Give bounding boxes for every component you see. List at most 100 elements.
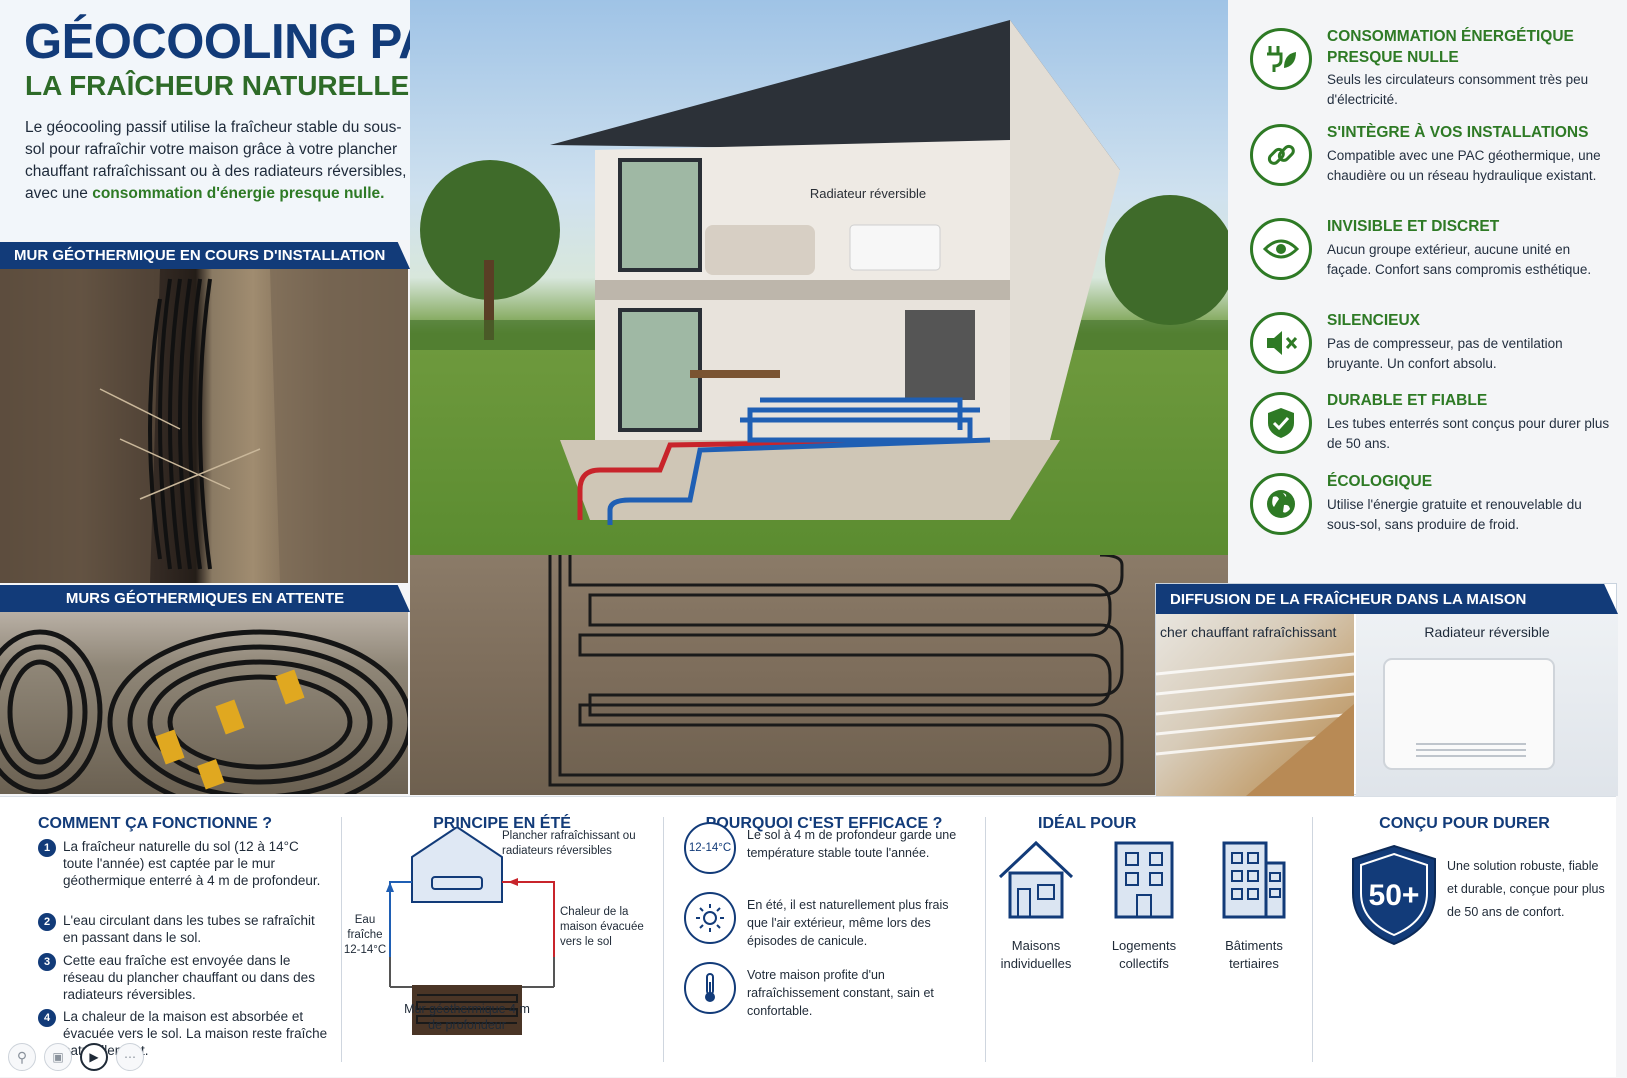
step-2-item: 2 L'eau circulant dans les tubes se rafr…	[38, 912, 328, 946]
why-efficient-column: POURQUOI C'EST EFFICACE ? 12-14°C Le sol…	[664, 797, 984, 1078]
step-text: L'eau circulant dans les tubes se rafraî…	[63, 913, 315, 945]
photo-radiator: Radiateur réversible	[1356, 614, 1618, 796]
feature-desc: Compatible avec une PAC géothermique, un…	[1327, 148, 1601, 183]
trench-illustration	[0, 269, 408, 583]
step-number: 3	[38, 953, 56, 971]
shield-check-icon	[1250, 392, 1312, 454]
header-panel	[0, 0, 410, 240]
speaker-mute-icon	[1250, 312, 1312, 374]
principle-label-left: Eau fraîche 12-14°C	[343, 914, 387, 956]
more-icon: ⋯	[124, 1050, 136, 1064]
feature-energy: CONSOMMATION ÉNERGÉTIQUE PRESQUE NULLE S…	[1250, 26, 1610, 116]
principle-label-right: Chaleur de la maison évacuée vers le sol	[560, 906, 644, 948]
video-button[interactable]: ▶	[80, 1043, 108, 1071]
shield-badge-icon: 50+	[1352, 844, 1436, 946]
floor-heating-illustration	[1156, 652, 1354, 796]
divider	[985, 817, 986, 1062]
principle-diagram	[386, 827, 555, 1035]
more-button[interactable]: ⋯	[116, 1043, 144, 1071]
radiator-illustration	[1383, 658, 1555, 770]
summer-principle-column: PRINCIPE EN ÉTÉ Plancher rafraîchissant …	[342, 797, 662, 1078]
feature-title: ÉCOLOGIQUE	[1327, 473, 1433, 490]
bottom-info-section: COMMENT ÇA FONCTIONNE ? PRINCIPE EN ÉTÉ …	[0, 796, 1616, 1077]
built-to-last-column: CONÇU POUR DURER 50+ Une solution robust…	[1313, 797, 1616, 1078]
geothermal-loop-diagram	[548, 553, 1124, 787]
ideal-title: IDÉAL POUR	[1038, 815, 1137, 832]
step-text: La fraîcheur naturelle du sol (12 à 14°C…	[63, 839, 321, 888]
house-icon	[998, 840, 1074, 919]
feature-desc: Utilise l'énergie gratuite et renouvelab…	[1327, 497, 1582, 532]
step-1-item: 1 La fraîcheur naturelle du sol (12 à 14…	[38, 838, 328, 889]
image-icon: ▣	[52, 1050, 64, 1064]
feature-title: CONSOMMATION ÉNERGÉTIQUE PRESQUE NULLE	[1327, 28, 1574, 66]
banner-wall-waiting: MURS GÉOTHERMIQUES EN ATTENTE	[0, 585, 410, 612]
why-title: POURQUOI C'EST EFFICACE ?	[705, 815, 943, 832]
intro-paragraph: Le géocooling passif utilise la fraîcheu…	[25, 117, 420, 205]
globe-icon	[1250, 473, 1312, 535]
why-text: Votre maison profite d'un rafraîchisseme…	[747, 968, 934, 1018]
durable-badge: 50+	[1369, 879, 1420, 912]
feature-desc: Les tubes enterrés sont conçus pour dure…	[1327, 416, 1610, 451]
features-panel: CONSOMMATION ÉNERGÉTIQUE PRESQUE NULLE S…	[1228, 0, 1627, 583]
feature-desc: Seuls les circulateurs consomment très p…	[1327, 72, 1589, 107]
ideal-label: Bâtiments tertiaires	[1225, 938, 1283, 971]
viewer-toolbar: ⚲ ▣ ▶ ⋯	[8, 1043, 144, 1073]
step-number: 1	[38, 839, 56, 857]
principle-title: PRINCIPE EN ÉTÉ	[433, 815, 571, 832]
photo-wall-installation	[0, 269, 408, 583]
zoom-button[interactable]: ⚲	[8, 1043, 36, 1071]
banner-wall-install: MUR GÉOTHERMIQUE EN COURS D'INSTALLATION	[0, 242, 410, 269]
intro-text: Le géocooling passif utilise la fraîcheu…	[25, 119, 407, 202]
banner-diffusion: DIFFUSION DE LA FRAÎCHEUR DANS LA MAISON	[1156, 584, 1618, 614]
house-illustration: Radiateur réversible	[410, 20, 1228, 525]
chain-link-icon	[1250, 124, 1312, 186]
feature-title: INVISIBLE ET DISCRET	[1327, 218, 1500, 235]
ideal-for-column: IDÉAL POUR Maisons individuelles Logemen…	[986, 797, 1311, 1078]
principle-label-bottom: Mur géothermique 4 m de profondeur	[404, 1002, 530, 1032]
feature-title: S'INTÈGRE À VOS INSTALLATIONS	[1327, 124, 1589, 141]
intro-highlight: consommation d'énergie presque nulle.	[92, 185, 385, 202]
feature-durable: DURABLE ET FIABLE Les tubes enterrés son…	[1250, 390, 1610, 470]
step-number: 4	[38, 1009, 56, 1027]
divider	[1312, 817, 1313, 1062]
ideal-label: Maisons individuelles	[1000, 938, 1072, 971]
gallery-button[interactable]: ▣	[44, 1043, 72, 1071]
scene-radiator-label: Radiateur réversible	[810, 186, 926, 201]
video-camera-icon: ▶	[89, 1050, 99, 1064]
why-text: En été, il est naturellement plus frais …	[747, 898, 949, 948]
radiator-label: Radiateur réversible	[1424, 624, 1550, 640]
why-text: Le sol à 4 m de profondeur garde une tem…	[747, 828, 957, 860]
ideal-label: Logements collectifs	[1111, 938, 1177, 971]
eye-icon	[1250, 218, 1312, 280]
feature-integration: S'INTÈGRE À VOS INSTALLATIONS Compatible…	[1250, 122, 1610, 212]
divider	[663, 817, 664, 1062]
feature-desc: Aucun groupe extérieur, aucune unité en …	[1327, 242, 1592, 277]
floor-heating-label: cher chauffant rafraîchissant	[1160, 624, 1337, 640]
coils-illustration	[0, 629, 408, 794]
magnifier-icon: ⚲	[16, 1048, 28, 1065]
durable-text: Une solution robuste, fiable et durable,…	[1447, 859, 1605, 919]
step-number: 2	[38, 913, 56, 931]
feature-invisible: INVISIBLE ET DISCRET Aucun groupe extéri…	[1250, 216, 1610, 306]
temperature-badge: 12-14°C	[684, 822, 736, 874]
durable-title: CONÇU POUR DURER	[1379, 815, 1550, 832]
step-text: Cette eau fraîche est envoyée dans le ré…	[63, 953, 315, 1002]
apartment-icon	[1114, 841, 1174, 919]
divider	[341, 817, 342, 1062]
plug-leaf-icon	[1250, 28, 1312, 90]
feature-silent: SILENCIEUX Pas de compresseur, pas de ve…	[1250, 310, 1610, 390]
photo-floor-heating: cher chauffant rafraîchissant	[1156, 614, 1354, 796]
feature-ecological: ÉCOLOGIQUE Utilise l'énergie gratuite et…	[1250, 471, 1610, 551]
house-scene: Radiateur réversible	[410, 0, 1228, 555]
how-it-works-column: COMMENT ÇA FONCTIONNE ?	[0, 797, 340, 1078]
principle-label-top: Plancher rafraîchissant ou radiateurs ré…	[502, 830, 636, 857]
thermometer-icon	[684, 962, 736, 1014]
feature-desc: Pas de compresseur, pas de ventilation b…	[1327, 336, 1563, 371]
how-title: COMMENT ÇA FONCTIONNE ?	[38, 815, 273, 832]
office-building-icon	[1222, 841, 1286, 919]
diffusion-panel: DIFFUSION DE LA FRAÎCHEUR DANS LA MAISON…	[1155, 583, 1618, 796]
feature-title: DURABLE ET FIABLE	[1327, 392, 1488, 409]
photo-wall-waiting	[0, 612, 408, 794]
step-3-item: 3 Cette eau fraîche est envoyée dans le …	[38, 952, 328, 1003]
feature-title: SILENCIEUX	[1327, 312, 1421, 329]
